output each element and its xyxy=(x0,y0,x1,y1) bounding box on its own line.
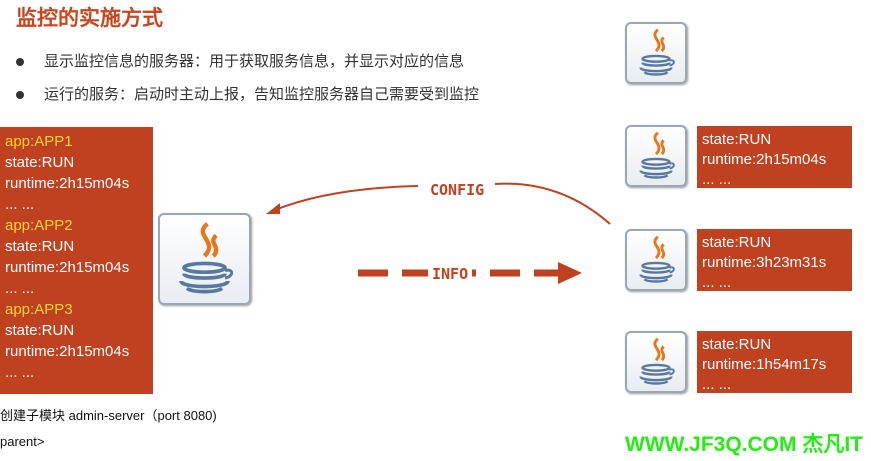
app-state: state:RUN xyxy=(5,154,75,171)
bullet-text: 显示监控信息的服务器：用于获取服务信息，并显示对应的信息 xyxy=(44,53,465,70)
config-arrowhead-icon xyxy=(266,203,280,214)
app-state: state:RUN xyxy=(5,238,75,255)
app-runtime: runtime:2h15m04s xyxy=(5,175,130,192)
service-runtime: runtime:3h23m31s xyxy=(702,254,827,271)
service-info-box: state:RUN runtime:1h54m17s ... ... xyxy=(697,331,852,393)
bullet-item: 显示监控信息的服务器：用于获取服务信息，并显示对应的信息 xyxy=(16,50,464,71)
service-info-box: state:RUN runtime:2h15m04s ... ... xyxy=(697,126,852,188)
service-state: state:RUN xyxy=(702,131,772,148)
app-entry: app:APP3 state:RUN runtime:2h15m04s ... ... xyxy=(5,299,148,383)
bullet-item: 运行的服务：启动时主动上报，告知监控服务器自己需要受到监控 xyxy=(16,83,479,104)
footer-line-1: 创建子模块 admin-server（port 8080) xyxy=(0,408,217,423)
watermark: WWW.JF3Q.COM 杰凡IT xyxy=(625,433,863,456)
bullet-dot-icon xyxy=(16,91,24,100)
app-name: app:APP1 xyxy=(5,133,73,150)
app-name: app:APP3 xyxy=(5,301,73,318)
service-state: state:RUN xyxy=(702,234,772,251)
app-state: state:RUN xyxy=(5,322,75,339)
config-arrow xyxy=(274,182,611,225)
service-more: ... ... xyxy=(702,171,732,188)
app-more: ... ... xyxy=(5,364,35,381)
service-more: ... ... xyxy=(702,376,732,393)
service-runtime: runtime:1h54m17s xyxy=(702,356,827,373)
monitor-info-box: app:APP1 state:RUN runtime:2h15m04s ... ...… xyxy=(0,127,153,394)
service-runtime: runtime:2h15m04s xyxy=(702,151,827,168)
service-info-box: state:RUN runtime:3h23m31s ... ... xyxy=(697,229,852,291)
app-runtime: runtime:2h15m04s xyxy=(5,259,130,276)
app-entry: app:APP2 state:RUN runtime:2h15m04s ... ... xyxy=(5,215,148,299)
bullet-dot-icon xyxy=(16,58,24,67)
config-label: CONFIG xyxy=(428,181,487,199)
java-client-icon xyxy=(625,331,687,393)
bullet-text: 运行的服务：启动时主动上报，告知监控服务器自己需要受到监控 xyxy=(44,86,480,103)
info-arrowhead-icon xyxy=(558,262,582,284)
app-runtime: runtime:2h15m04s xyxy=(5,343,130,360)
service-state: state:RUN xyxy=(702,336,772,353)
java-client-icon xyxy=(625,22,687,84)
java-client-icon xyxy=(625,125,687,187)
app-name: app:APP2 xyxy=(5,217,73,234)
app-more: ... ... xyxy=(5,196,35,213)
app-entry: app:APP1 state:RUN runtime:2h15m04s ... ... xyxy=(5,131,148,215)
footer-line-2: parent> xyxy=(0,434,45,449)
page-title: 监控的实施方式 xyxy=(16,7,163,30)
service-more: ... ... xyxy=(702,274,732,291)
app-more: ... ... xyxy=(5,280,35,297)
info-label: INFO xyxy=(428,265,473,283)
java-client-icon xyxy=(625,229,687,291)
java-server-icon xyxy=(158,213,251,305)
